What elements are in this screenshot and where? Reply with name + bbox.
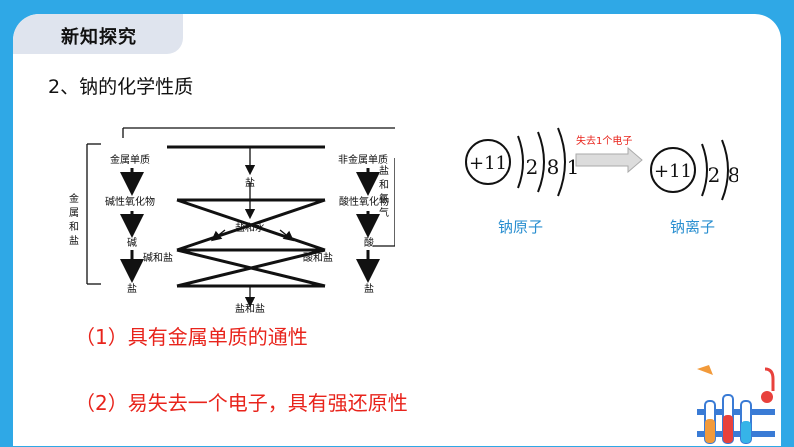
title-tab: 新知探究 [13, 14, 183, 54]
right-side-label-char: 盐 [379, 164, 389, 177]
label-left-salt: 盐 [127, 282, 137, 295]
transfer-arrow [575, 146, 643, 174]
label-salt-and-water: 盐和水 [235, 221, 265, 234]
label-salt-and-salt: 盐和盐 [235, 302, 265, 315]
label-acid: 酸 [364, 236, 374, 249]
label-metal-element: 金属单质 [110, 153, 150, 166]
label-base: 碱 [127, 237, 137, 249]
atom-shell-2: 8 [547, 155, 560, 179]
property-line-2: （2）易失去一个电子，具有强还原性 [75, 391, 408, 415]
ion-nucleus-circle [650, 147, 696, 193]
slide: 新知探究 2、钠的化学性质 [13, 14, 781, 446]
right-side-label-char: 和 [379, 179, 389, 191]
ion-label: 钠离子 [670, 218, 715, 236]
atom-label: 钠原子 [498, 218, 543, 236]
ion-shell-1: 2 [708, 163, 721, 187]
atom-shell-1: 2 [526, 155, 539, 179]
label-center-salt: 盐 [245, 176, 255, 189]
relationship-diagram: 金属单质 非金属单质 盐 碱性氧化物 酸性氧化物 盐和水 碱 酸 碱和盐 酸和盐… [69, 127, 395, 315]
label-basic-oxide: 碱性氧化物 [105, 195, 155, 208]
ion-shell-2: 8 [728, 163, 738, 187]
section-subtitle: 2、钠的化学性质 [48, 76, 194, 98]
arrow-label: 失去1个电子 [576, 134, 632, 147]
right-side-label-char: 氢 [379, 192, 389, 205]
sodium-ionization-diagram: +11 2 8 1 失去1个电子 +11 2 8 钠原子 钠离子 [465, 127, 738, 236]
ion-nucleus-charge: +11 [654, 161, 692, 182]
property-line-1: （1）具有金属单质的通性 [75, 325, 308, 349]
left-side-label-char: 金 [69, 192, 79, 205]
label-base-and-salt: 碱和盐 [143, 251, 173, 264]
atom-nucleus-charge: +11 [469, 153, 507, 174]
right-side-label-char: 气 [379, 206, 389, 219]
left-side-label-char: 和 [69, 221, 79, 233]
atom-nucleus-circle [465, 139, 511, 185]
label-acid-and-salt: 酸和盐 [303, 251, 333, 264]
page-title: 新知探究 [61, 27, 137, 48]
lab-glassware-illustration [697, 365, 775, 444]
left-side-label-char: 属 [69, 207, 79, 219]
label-right-salt: 盐 [364, 282, 374, 295]
label-acidic-oxide: 酸性氧化物 [339, 195, 389, 208]
left-side-label-char: 盐 [69, 234, 79, 247]
label-nonmetal-element: 非金属单质 [338, 153, 388, 166]
